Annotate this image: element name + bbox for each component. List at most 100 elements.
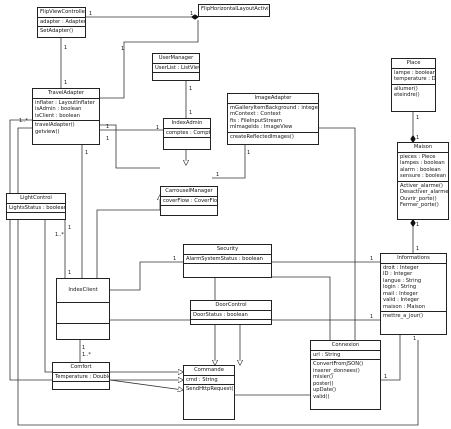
class-informations[interactable]: Informations droit : Integer ID : Intege… bbox=[380, 253, 447, 335]
class-maison[interactable]: Maison pieces : Piece lampes : boolean a… bbox=[397, 142, 449, 220]
attribute: mGalleryItemBackground : integer bbox=[230, 104, 318, 111]
attribute: langue : String bbox=[383, 277, 422, 284]
class-indexclient[interactable]: IndexClient bbox=[56, 278, 110, 340]
multiplicity-label: 1 bbox=[384, 374, 388, 380]
class-comfort[interactable]: Comfort Temperature : Double bbox=[52, 362, 110, 390]
class-imageadapter[interactable]: ImageAdapter mGalleryItemBackground : in… bbox=[227, 93, 319, 145]
multiplicity-label: 1 bbox=[68, 270, 72, 276]
class-fliphorizontallayoutactivity[interactable]: FlipHorizontalLayoutActivity bbox=[198, 4, 270, 17]
attribute: cmd : String bbox=[186, 376, 218, 383]
generalization-lightcontrol-commande bbox=[44, 220, 183, 372]
attributes-section: coverFlow : CoverFlow bbox=[161, 197, 217, 206]
class-name: Connexion bbox=[311, 341, 380, 351]
multiplicity-label: 1 bbox=[106, 136, 110, 142]
attribute: alarm : boolean bbox=[400, 166, 441, 173]
assoc-security-connexion bbox=[268, 276, 331, 340]
class-name: Comfort bbox=[53, 363, 109, 373]
class-commande[interactable]: Commande cmd : String SendHttpRequest() bbox=[183, 365, 235, 420]
attribute: mImageIds : ImageView bbox=[230, 124, 293, 130]
multiplicity-label: 1 bbox=[247, 150, 251, 156]
class-name: Informations bbox=[381, 254, 446, 264]
multiplicity-label: 1 bbox=[189, 86, 193, 92]
attribute: isAdmin : boolean bbox=[35, 106, 82, 112]
assoc-connexion-informations bbox=[381, 335, 401, 381]
multiplicity-label: 1..* bbox=[55, 232, 64, 238]
method: SetAdapter() bbox=[40, 28, 74, 34]
attribute: fis : FileInputStream bbox=[230, 117, 282, 124]
class-name: IndexAdmin bbox=[164, 119, 210, 129]
assoc-traveladapter-fliphorizontal bbox=[100, 20, 199, 99]
attribute: LightsStatus : boolean bbox=[9, 204, 65, 211]
multiplicity-label: 1 bbox=[89, 11, 93, 17]
multiplicity-label: 1 bbox=[64, 80, 68, 86]
class-name: LightControl bbox=[7, 194, 65, 204]
multiplicity-label: 1 bbox=[156, 125, 160, 131]
methods-section bbox=[153, 73, 199, 83]
attributes-section: DoorStatus : boolean bbox=[191, 311, 271, 320]
methods-section bbox=[57, 324, 109, 340]
attribute: ID : Integer bbox=[383, 271, 413, 277]
multiplicity-label: 1 bbox=[190, 11, 194, 17]
multiplicity-label: 1 bbox=[216, 172, 220, 178]
attribute: Temperature : Double bbox=[55, 373, 109, 380]
methods-section: createReflectedImages() bbox=[228, 133, 318, 142]
method: createReflectedImages() bbox=[230, 133, 294, 140]
attribute: adapter : Adapter bbox=[40, 18, 85, 25]
attribute: sensure : boolean bbox=[400, 173, 447, 179]
class-traveladapter[interactable]: TravelAdapter inflater : LayoutInflater … bbox=[32, 88, 100, 145]
attribute: inflater : LayoutInflater bbox=[35, 99, 95, 106]
class-doorcontrol[interactable]: DoorControl DoorStatus : boolean bbox=[190, 300, 272, 325]
class-indexadmin[interactable]: IndexAdmin comptes : Compte bbox=[163, 118, 211, 150]
attribute: mail : Integer bbox=[383, 290, 418, 297]
attribute: temperature : Double bbox=[394, 76, 435, 82]
multiplicity-label: 1 bbox=[416, 115, 420, 121]
class-name: TravelAdapter bbox=[33, 89, 99, 99]
assoc-traveladapter-commande bbox=[9, 119, 183, 380]
class-name: FlipHorizontalLayoutActivity bbox=[201, 6, 269, 12]
attribute: UserList : ListView bbox=[155, 64, 199, 71]
methods-section: Activer_alarme() Desactiver_alarme() Ouv… bbox=[398, 182, 448, 210]
generalization-indexclient-carrousel bbox=[96, 195, 160, 278]
class-name: Maison bbox=[398, 143, 448, 153]
class-name: Security bbox=[184, 245, 271, 255]
multiplicity-label: 1 bbox=[85, 150, 89, 156]
class-connexion[interactable]: Connexion url : String ConvertFromJSON()… bbox=[310, 340, 381, 410]
method: getview() bbox=[35, 128, 60, 135]
multiplicity-label: 1 bbox=[189, 110, 193, 116]
methods-section bbox=[7, 213, 65, 221]
generalization-comfort-commande bbox=[109, 379, 183, 390]
method: valid() bbox=[313, 393, 330, 400]
attribute: coverFlow : CoverFlow bbox=[163, 197, 217, 204]
attribute: mContext : Context bbox=[230, 111, 281, 117]
attributes-section: url : String bbox=[311, 351, 380, 360]
methods-section: SendHttpRequest() bbox=[184, 385, 234, 394]
attributes-section: lampe : boolean temperature : Double bbox=[392, 69, 435, 85]
class-usermanager[interactable]: UserManager UserList : ListView bbox=[152, 53, 200, 81]
class-security[interactable]: Security AlarmSystemStatus : boolean bbox=[183, 244, 272, 278]
attribute: droit : Integer bbox=[383, 264, 419, 271]
attribute: DoorStatus : boolean bbox=[193, 311, 248, 318]
multiplicity-label: 1 bbox=[416, 135, 420, 141]
attribute: valid : Integer bbox=[383, 297, 420, 303]
methods-section bbox=[161, 206, 217, 215]
multiplicity-label: 1 bbox=[173, 256, 177, 262]
method: misier() bbox=[313, 374, 334, 380]
method: poster() bbox=[313, 380, 334, 387]
method: Desactiver_alarme() bbox=[400, 189, 448, 195]
attributes-section: droit : Integer ID : Integer langue : St… bbox=[381, 264, 446, 312]
class-name: DoorControl bbox=[191, 301, 271, 311]
methods-section bbox=[191, 320, 271, 327]
attributes-section: Temperature : Double bbox=[53, 373, 109, 382]
assoc-informations-traveladapter bbox=[17, 127, 419, 426]
methods-section: travelAdapter() getview() bbox=[33, 121, 99, 136]
attribute: maison : Maison bbox=[383, 303, 426, 310]
class-lightcontrol[interactable]: LightControl LightsStatus : boolean bbox=[6, 193, 66, 220]
class-carrouselmanager[interactable]: CarrouselManager coverFlow : CoverFlow bbox=[160, 186, 218, 216]
class-flipviewcontroller[interactable]: FlipViewController adapter : Adapter Set… bbox=[37, 7, 86, 38]
methods-section: mettre_a_jour() bbox=[381, 312, 446, 321]
method: SendHttpRequest() bbox=[186, 386, 234, 392]
class-place[interactable]: Place lampe : boolean temperature : Doub… bbox=[391, 58, 436, 112]
multiplicity-label: 1..* bbox=[82, 352, 91, 358]
methods-section bbox=[184, 264, 271, 275]
class-name: UserManager bbox=[153, 54, 199, 64]
